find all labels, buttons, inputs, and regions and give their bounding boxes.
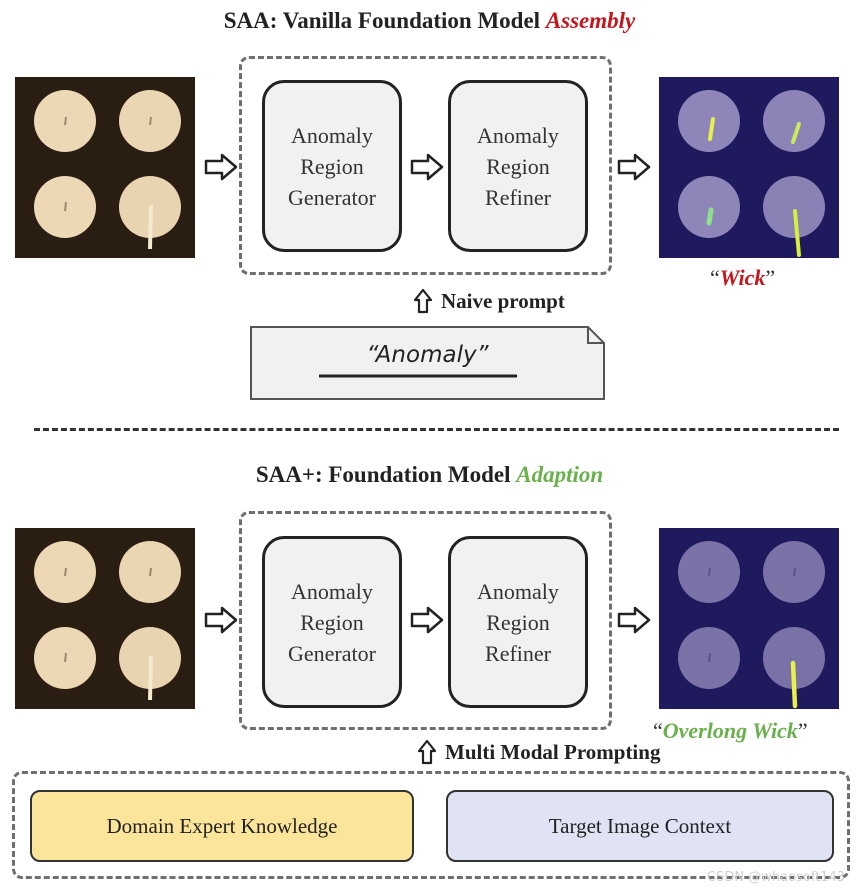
naive-prompt-text: Naive prompt [441,288,565,313]
prompt-note-card [250,326,605,400]
module-line: Region [300,609,364,635]
saa-title-accent: Assembly [545,8,636,33]
output-mask-image-top [659,77,839,258]
quote-close: ” [797,718,808,743]
arrow-right-icon [410,153,444,181]
module-line: Generator [288,184,376,210]
module-line: Region [486,153,550,179]
module-line: Generator [288,640,376,666]
output-mask-image-bottom [659,528,839,709]
anomaly-region-refiner-top: Anomaly Region Refiner [448,80,588,252]
output-label-top: “Wick” [710,265,775,291]
target-image-context-text: Target Image Context [548,813,732,838]
module-line: Anomaly [477,578,559,604]
saa-plus-title: SAA+: Foundation Model Adaption [0,462,859,488]
prompting-inputs-box [12,771,850,879]
naive-prompt-value: “Anomaly” [366,342,489,368]
module-line: Anomaly [477,122,559,148]
output-label-text: Wick [719,265,766,290]
arrow-right-icon [410,606,444,634]
domain-expert-knowledge-box: Domain Expert Knowledge [30,790,414,862]
saa-plus-title-text: SAA+: Foundation Model [255,462,517,487]
output-label-bottom: “Overlong Wick” [653,718,808,744]
input-candle-image-bottom [15,528,195,709]
multi-modal-prompting-text: Multi Modal Prompting [445,739,661,764]
module-line: Refiner [485,640,551,666]
module-line: Refiner [485,184,551,210]
saa-pipeline-box [239,56,612,275]
saa-plus-pipeline-box [239,511,612,730]
module-line: Region [300,153,364,179]
arrow-right-icon [204,606,238,634]
module-line: Anomaly [291,122,373,148]
module-line: Anomaly [291,578,373,604]
quote-open: “ [653,718,663,743]
arrow-right-icon [617,153,651,181]
saa-title-text: SAA: Vanilla Foundation Model [223,8,546,33]
input-candle-image-top [15,77,195,258]
domain-expert-knowledge-text: Domain Expert Knowledge [106,813,338,838]
naive-prompt-heading: Naive prompt [413,288,565,314]
output-label-text: Overlong Wick [662,718,798,743]
arrow-up-icon [413,288,433,314]
arrow-right-icon [204,153,238,181]
arrow-up-icon [417,739,437,765]
quote-open: “ [710,265,720,290]
watermark: CSDN @whaosoft143 [707,870,845,885]
section-divider [34,428,839,431]
module-line: Region [486,609,550,635]
quote-close: ” [765,265,776,290]
anomaly-region-generator-bottom: Anomaly Region Generator [262,536,402,708]
saa-title: SAA: Vanilla Foundation Model Assembly [0,8,859,34]
arrow-right-icon [617,606,651,634]
multi-modal-prompting-heading: Multi Modal Prompting [417,739,660,765]
target-image-context-box: Target Image Context [446,790,834,862]
saa-plus-title-accent: Adaption [516,462,604,487]
anomaly-region-generator-top: Anomaly Region Generator [262,80,402,252]
anomaly-region-refiner-bottom: Anomaly Region Refiner [448,536,588,708]
